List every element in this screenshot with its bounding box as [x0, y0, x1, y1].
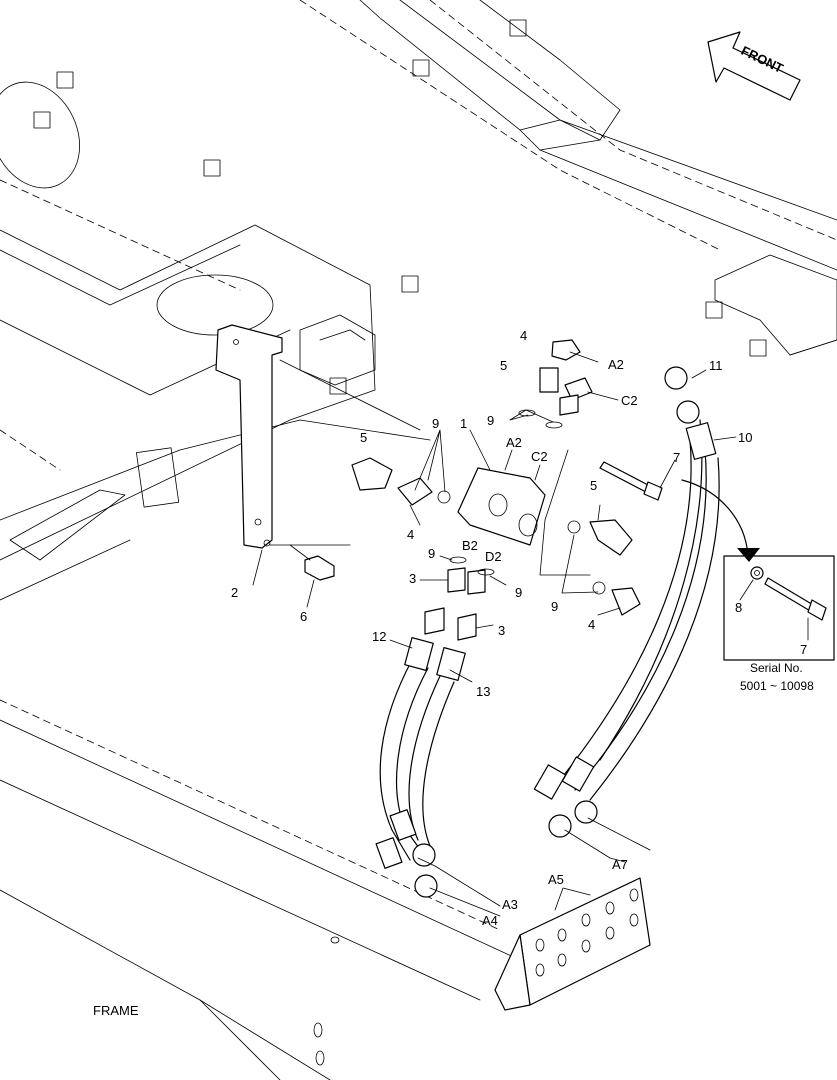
leader-lines — [252, 351, 737, 917]
serial-range: 5001 ~ 10098 — [740, 679, 814, 693]
port-a4: A4 — [482, 913, 498, 928]
port-d2: D2 — [485, 549, 502, 564]
port-a5: A5 — [548, 872, 564, 887]
callout-9d: 9 — [515, 585, 522, 600]
inset-pointer-icon — [681, 479, 749, 556]
callout-13: 13 — [476, 684, 490, 699]
port-c2-block: C2 — [531, 449, 548, 464]
o-rings-part-9 — [437, 409, 606, 595]
callout-11: 11 — [709, 358, 723, 373]
inset-callout-8: 8 — [735, 600, 742, 615]
valve-block-part-1 — [457, 467, 546, 546]
callout-3a: 3 — [409, 571, 416, 586]
port-plate — [494, 877, 651, 1011]
callout-1: 1 — [460, 416, 467, 431]
callout-2: 2 — [231, 585, 238, 600]
callout-5c: 5 — [590, 478, 597, 493]
callout-labels: 1 2 3 3 4 4 4 5 5 5 6 7 9 9 9 9 9 10 11 … — [231, 328, 752, 699]
inset-pointer-head-icon — [737, 548, 760, 562]
port-a7: A7 — [612, 857, 628, 872]
callout-9e: 9 — [551, 599, 558, 614]
inset-callout-7: 7 — [800, 642, 807, 657]
callout-6: 6 — [300, 609, 307, 624]
serial-label: Serial No. — [750, 661, 803, 675]
callout-9a: 9 — [432, 416, 439, 431]
callout-10: 10 — [738, 430, 752, 445]
bolt-part-6 — [289, 544, 335, 581]
port-a2-block: A2 — [506, 435, 522, 450]
callout-7: 7 — [673, 450, 680, 465]
port-a3: A3 — [502, 897, 518, 912]
hoses-12-13 — [375, 637, 466, 898]
front-arrow-icon: FRONT — [707, 31, 801, 101]
callout-5b: 5 — [360, 430, 367, 445]
callout-5a: 5 — [500, 358, 507, 373]
callout-12: 12 — [372, 629, 386, 644]
callout-4a: 4 — [520, 328, 527, 343]
hoses-10-11 — [533, 366, 720, 838]
callout-4c: 4 — [588, 617, 595, 632]
frame-label: FRAME — [93, 1003, 139, 1018]
callout-3b: 3 — [498, 623, 505, 638]
fittings — [351, 339, 641, 641]
port-labels: A2 C2 A2 C2 B2 D2 A3 A4 A5 A7 — [462, 357, 638, 928]
port-c2-top: C2 — [621, 393, 638, 408]
port-b2: B2 — [462, 538, 478, 553]
callout-9b: 9 — [487, 413, 494, 428]
port-a2-top: A2 — [608, 357, 624, 372]
bolt-part-7 — [599, 461, 663, 501]
callout-9c: 9 — [428, 546, 435, 561]
serial-inset: 8 7 — [723, 555, 835, 661]
bracket-part-2 — [215, 324, 283, 549]
callout-4b: 4 — [407, 527, 414, 542]
